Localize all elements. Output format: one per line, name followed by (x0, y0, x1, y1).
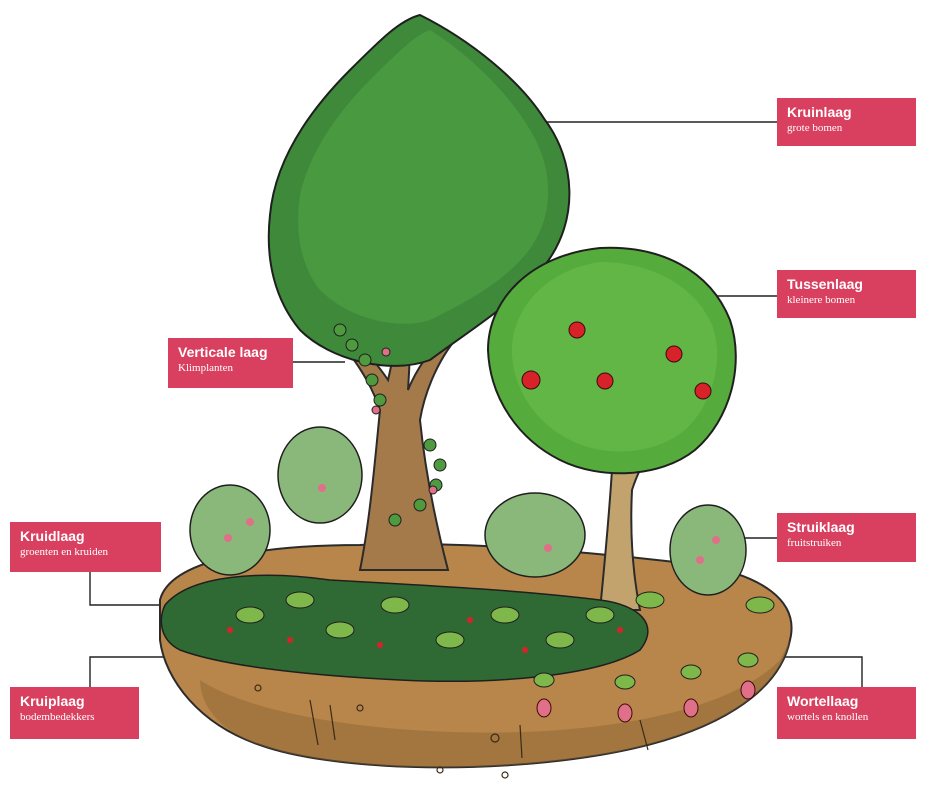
label-subtitle: wortels en knollen (787, 711, 906, 724)
label-wortellaag: Wortellaag wortels en knollen (777, 687, 916, 739)
label-title: Verticale laag (178, 344, 283, 360)
label-title: Tussenlaag (787, 276, 906, 292)
leader-wortellaag (775, 657, 862, 687)
apple-icon (666, 346, 682, 362)
label-title: Struiklaag (787, 519, 906, 535)
shrub (278, 427, 362, 523)
shrub (190, 485, 270, 575)
apple-tree-canopy (488, 248, 736, 474)
label-verticale-laag: Verticale laag Klimplanten (168, 338, 293, 388)
radish-icon (741, 681, 755, 699)
label-title: Kruiplaag (20, 693, 129, 709)
label-kruiplaag: Kruiplaag bodembedekkers (10, 687, 139, 739)
label-subtitle: kleinere bomen (787, 294, 906, 307)
shrub (670, 505, 746, 595)
label-title: Kruinlaag (787, 104, 906, 120)
shrub (485, 493, 585, 577)
radish-icon (537, 699, 551, 717)
radish-icon (684, 699, 698, 717)
apple-icon (569, 322, 585, 338)
label-struiklaag: Struiklaag fruitstruiken (777, 513, 916, 562)
label-subtitle: groenten en kruiden (20, 546, 151, 559)
radish-icon (618, 704, 632, 722)
label-subtitle: Klimplanten (178, 362, 283, 375)
label-kruinlaag: Kruinlaag grote bomen (777, 98, 916, 146)
label-subtitle: fruitstruiken (787, 537, 906, 550)
label-subtitle: grote bomen (787, 122, 906, 135)
apple-icon (695, 383, 711, 399)
apple-icon (522, 371, 540, 389)
label-title: Wortellaag (787, 693, 906, 709)
label-title: Kruidlaag (20, 528, 151, 544)
label-subtitle: bodembedekkers (20, 711, 129, 724)
apple-icon (597, 373, 613, 389)
label-kruidlaag: Kruidlaag groenten en kruiden (10, 522, 161, 572)
label-tussenlaag: Tussenlaag kleinere bomen (777, 270, 916, 318)
